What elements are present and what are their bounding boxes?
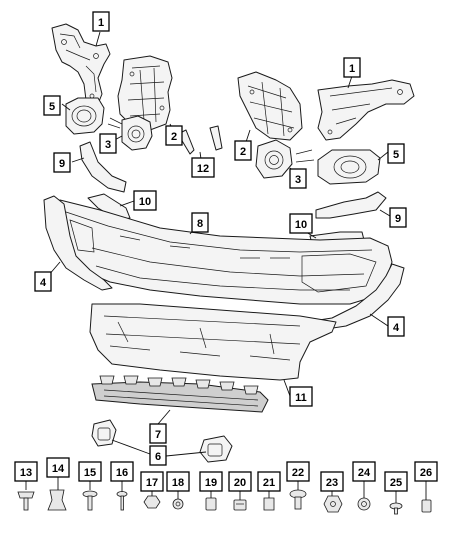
- part-26-clip-nut: [421, 499, 432, 513]
- callout-18: 18: [166, 471, 190, 492]
- part-6-right-tow-bezel: [199, 435, 233, 463]
- callout-4-right: 4: [387, 316, 405, 337]
- callout-11: 11: [289, 386, 313, 407]
- callout-21: 21: [257, 471, 281, 492]
- callout-24-text: 24: [358, 467, 371, 479]
- callout-25: 25: [384, 471, 408, 492]
- part-16-pin: [116, 491, 128, 511]
- callout-14: 14: [46, 457, 70, 478]
- part-25-rivet: [389, 502, 403, 515]
- part-12-bracket-rods: [177, 125, 223, 155]
- callout-5-right: 5: [387, 143, 405, 164]
- callout-8-text: 8: [197, 218, 203, 230]
- part-18-grommet: [172, 498, 184, 510]
- part-2-left-mount-plate: [117, 55, 173, 131]
- callout-5-left: 5: [43, 95, 61, 116]
- part-9-left-trim: [79, 141, 127, 193]
- callout-3-left: 3: [99, 133, 117, 154]
- part-24-washer: [357, 497, 371, 511]
- callout-12: 12: [191, 157, 215, 178]
- callout-5-right-text: 5: [393, 149, 399, 161]
- callout-16: 16: [110, 461, 134, 482]
- callout-2-left-text: 2: [171, 131, 177, 143]
- callout-26-text: 26: [420, 467, 432, 479]
- part-17-nut: [143, 495, 161, 509]
- part-15-screw: [82, 490, 98, 511]
- part-1-left-bracket: [51, 23, 111, 111]
- callout-3-right-text: 3: [295, 174, 301, 186]
- part-3-left-fog-housing: [107, 115, 153, 151]
- callout-10-left-text: 10: [139, 196, 151, 208]
- part-2-right-mount-plate: [237, 71, 303, 141]
- part-23-flange-nut: [323, 495, 343, 513]
- callout-11-text: 11: [295, 392, 307, 404]
- callout-15-text: 15: [84, 467, 96, 479]
- part-11-lower-fascia: [89, 303, 337, 381]
- callout-22-text: 22: [292, 467, 304, 479]
- callout-10-right: 10: [289, 213, 313, 234]
- callout-13: 13: [14, 461, 38, 482]
- callout-7-text: 7: [155, 429, 161, 441]
- part-5-right-fog-bezel: [317, 149, 381, 185]
- part-4-left-corner-trim: [43, 195, 113, 291]
- callout-4-left: 4: [34, 271, 52, 292]
- callout-23: 23: [320, 471, 344, 492]
- callout-2-right-text: 2: [240, 146, 246, 158]
- callout-5-left-text: 5: [49, 101, 55, 113]
- part-19-u-nut: [205, 497, 217, 511]
- callout-13-text: 13: [20, 467, 32, 479]
- callout-25-text: 25: [390, 477, 402, 489]
- callout-2-right: 2: [234, 140, 252, 161]
- callout-21-text: 21: [263, 477, 275, 489]
- callout-24: 24: [352, 461, 376, 482]
- callout-23-text: 23: [326, 477, 338, 489]
- callout-6: 6: [149, 445, 167, 466]
- callout-1-right-text: 1: [349, 63, 355, 75]
- callout-15: 15: [78, 461, 102, 482]
- part-9-right-trim: [315, 191, 387, 219]
- callout-10-right-text: 10: [295, 219, 307, 231]
- part-10-left-strip: [87, 193, 131, 221]
- callout-1-left-text: 1: [98, 17, 104, 29]
- callout-8: 8: [191, 212, 209, 233]
- part-14-clip: [47, 489, 67, 511]
- callout-9-left-text: 9: [59, 158, 65, 170]
- callout-14-text: 14: [52, 463, 65, 475]
- callout-18-text: 18: [172, 477, 184, 489]
- callout-9-right: 9: [389, 207, 407, 228]
- callout-12-text: 12: [197, 163, 209, 175]
- part-3-right-fog-housing: [255, 139, 315, 179]
- callout-1-right: 1: [343, 57, 361, 78]
- callout-19-text: 19: [205, 477, 217, 489]
- callout-9-right-text: 9: [395, 213, 401, 225]
- callout-20-text: 20: [234, 477, 246, 489]
- callout-17: 17: [140, 471, 164, 492]
- callout-26: 26: [414, 461, 438, 482]
- callout-9-left: 9: [53, 152, 71, 173]
- callout-6-text: 6: [155, 451, 161, 463]
- callout-20: 20: [228, 471, 252, 492]
- part-21-fastener: [263, 497, 275, 511]
- part-5-left-fog-bezel: [65, 97, 105, 135]
- callout-3-left-text: 3: [105, 139, 111, 151]
- callout-10-left: 10: [133, 190, 157, 211]
- part-6-left-tow-bezel: [91, 419, 117, 447]
- callout-19: 19: [199, 471, 223, 492]
- callout-2-left: 2: [165, 125, 183, 146]
- callout-3-right: 3: [289, 168, 307, 189]
- callout-4-left-text: 4: [40, 277, 47, 289]
- part-1-right-bracket: [317, 79, 415, 141]
- callout-7: 7: [149, 423, 167, 444]
- part-22-push-pin: [289, 489, 307, 510]
- callout-22: 22: [286, 461, 310, 482]
- callout-16-text: 16: [116, 467, 128, 479]
- callout-17-text: 17: [146, 477, 158, 489]
- callout-4-right-text: 4: [393, 322, 400, 334]
- part-13-bolt: [17, 491, 35, 511]
- part-7-lower-grille: [91, 375, 269, 413]
- part-20-retainer: [233, 499, 247, 511]
- callout-1-left: 1: [92, 11, 110, 32]
